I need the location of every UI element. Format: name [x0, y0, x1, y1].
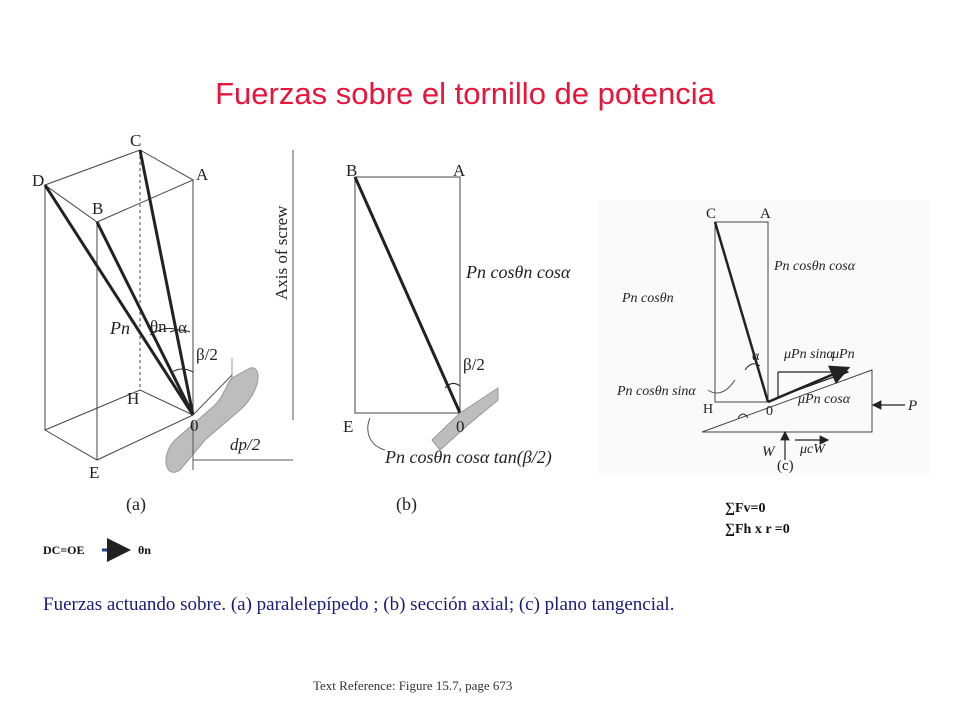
figure-c-tangential-plane	[701, 221, 905, 460]
label-a-b: B	[92, 199, 103, 218]
label-a-h: H	[127, 389, 139, 408]
label-b-a: A	[453, 161, 466, 180]
label-a-c: C	[130, 131, 141, 150]
label-b-force-bottom: Pn cosθn cosα tan(β/2)	[384, 447, 552, 468]
label-c-alpha: α	[752, 349, 760, 364]
label-c-mu-sin: μPn sinα	[783, 347, 834, 362]
label-c-force-top: Pn cosθn cosα	[773, 259, 856, 274]
figure-caption: Fuerzas actuando sobre. (a) paralelepípe…	[43, 594, 675, 615]
note-dc-oe: DC=OE	[43, 543, 85, 557]
text-reference: Text Reference: Figure 15.7, page 673	[313, 678, 513, 693]
figure-c-labels: C A Pn cosθn cosα Pn cosθn α μPn sinα μP…	[616, 206, 917, 474]
label-a-dp2: dp/2	[230, 435, 261, 454]
label-a-d: D	[32, 171, 44, 190]
label-c-force-left: Pn cosθn	[621, 291, 674, 306]
equation-fh: ∑Fh x r =0	[725, 522, 790, 537]
label-c-force-sin: Pn cosθn sinα	[616, 384, 696, 399]
caption-b: (b)	[396, 494, 417, 515]
figure-c-panel	[598, 200, 930, 475]
label-c-w: W	[762, 444, 776, 460]
label-c-a: A	[760, 206, 771, 222]
label-c-mu-cos: μPn cosα	[797, 392, 851, 407]
caption-c: (c)	[777, 458, 794, 474]
figure-b-labels: B A E 0 Pn cosθn cosα β/2 Pn cosθn cosα …	[343, 161, 571, 515]
label-b-b: B	[346, 161, 357, 180]
page-title: Fuerzas sobre el tornillo de potencia	[215, 76, 715, 111]
label-a-a: A	[196, 165, 209, 184]
label-c-p: P	[907, 398, 917, 414]
label-b-beta: β/2	[463, 355, 485, 374]
label-b-o: 0	[456, 417, 465, 436]
label-c-o: 0	[766, 404, 773, 419]
label-a-beta: β/2	[196, 345, 218, 364]
figure-b-axial-section	[353, 176, 499, 451]
label-c-mu-pn: μPn	[831, 347, 855, 362]
label-a-theta: θn	[150, 317, 167, 336]
label-a-o: 0	[190, 416, 199, 435]
label-a-e: E	[89, 463, 99, 482]
note-theta-n: θn	[138, 543, 151, 557]
label-c-c: C	[706, 206, 716, 222]
label-b-force-vertical: Pn cosθn cosα	[465, 262, 571, 282]
figure-a-labels: C D A B H E 0 Pn θn α β/2 Axis of screw …	[32, 131, 291, 515]
label-b-e: E	[343, 417, 353, 436]
label-c-h: H	[703, 402, 713, 417]
label-a-axis: Axis of screw	[272, 205, 291, 300]
label-a-alpha: α	[178, 318, 187, 337]
caption-a: (a)	[126, 494, 146, 515]
label-a-pn: Pn	[109, 318, 130, 338]
label-c-mucw: μcW	[799, 442, 826, 457]
figure-a-parallelepiped	[43, 149, 294, 473]
equation-fv: ∑Fv=0	[725, 501, 766, 516]
